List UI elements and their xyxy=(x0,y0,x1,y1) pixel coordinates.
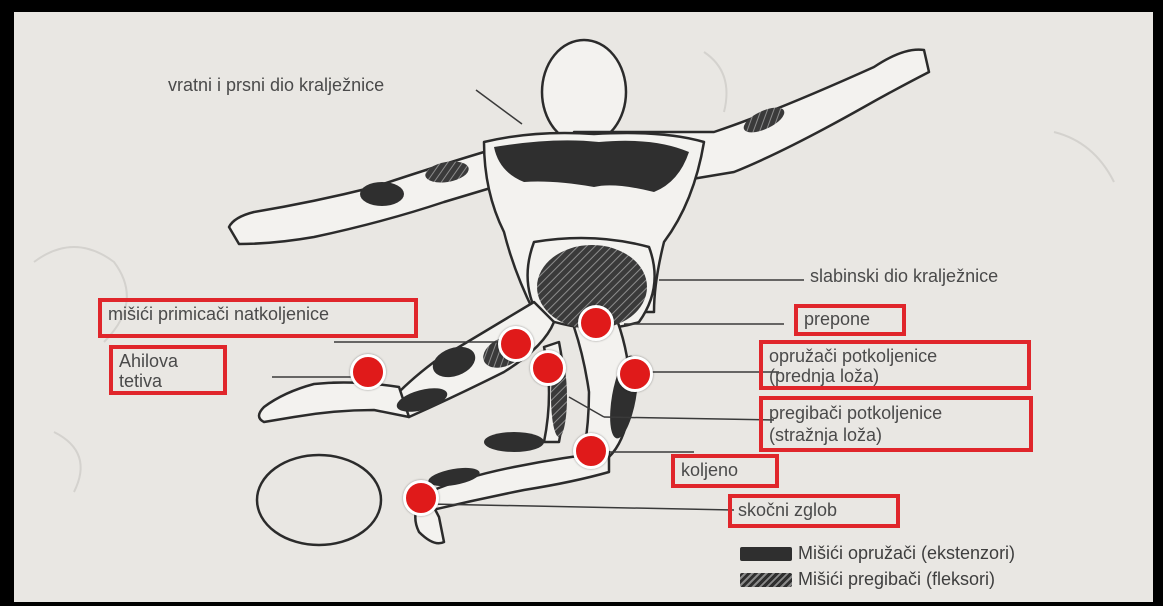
label-adductors: mišići primicači natkoljenice xyxy=(108,304,330,324)
background-sketches xyxy=(33,51,1115,493)
label-knee: koljeno xyxy=(681,460,739,480)
legend-extensors-label: Mišići opružači (ekstenzori) xyxy=(798,543,1016,563)
box-knee: koljeno xyxy=(671,454,779,488)
extensor-marker[interactable] xyxy=(617,356,653,392)
box-achilles: Ahilova tetiva xyxy=(109,345,227,395)
label-ankle: skočni zglob xyxy=(738,500,838,520)
groin-marker[interactable] xyxy=(578,305,614,341)
label-flexors-line1: pregibači potkoljenice xyxy=(769,403,943,423)
flexor-swatch xyxy=(740,573,792,588)
achilles-marker[interactable] xyxy=(350,354,386,390)
ball xyxy=(255,453,383,547)
adductor-lower-marker[interactable] xyxy=(530,350,566,386)
legend-flexors-label: Mišići pregibači (fleksori) xyxy=(798,569,996,589)
box-adductors: mišići primicači natkoljenice xyxy=(98,298,418,338)
label-extensors-line2: (prednja loža) xyxy=(769,366,880,386)
box-flexors: pregibači potkoljenice (stražnja loža) xyxy=(759,396,1033,452)
box-extensors: opružači potkoljenice (prednja loža) xyxy=(759,340,1031,390)
label-achilles-line1: Ahilova xyxy=(119,351,179,371)
ankle-marker[interactable] xyxy=(403,480,439,516)
label-groin: prepone xyxy=(804,309,871,329)
book-page: vratni i prsni dio kralježnice slabinski… xyxy=(14,12,1153,602)
label-extensors-line1: opružači potkoljenice xyxy=(769,346,938,366)
box-ankle: skočni zglob xyxy=(728,494,900,528)
legend-flexors: Mišići pregibači (fleksori) xyxy=(740,569,995,590)
label-flexors-line2: (stražnja loža) xyxy=(769,425,883,445)
label-cervical-thoracic-spine: vratni i prsni dio kralježnice xyxy=(168,75,385,95)
extensor-swatch xyxy=(740,547,792,562)
box-groin: prepone xyxy=(794,304,906,336)
label-achilles-line2: tetiva xyxy=(119,371,163,391)
knee-marker[interactable] xyxy=(573,433,609,469)
legend-extensors: Mišići opružači (ekstenzori) xyxy=(740,543,1015,564)
leader-lines xyxy=(272,89,804,511)
label-lumbar-spine: slabinski dio kralježnice xyxy=(810,266,999,286)
adductor-marker[interactable] xyxy=(498,326,534,362)
